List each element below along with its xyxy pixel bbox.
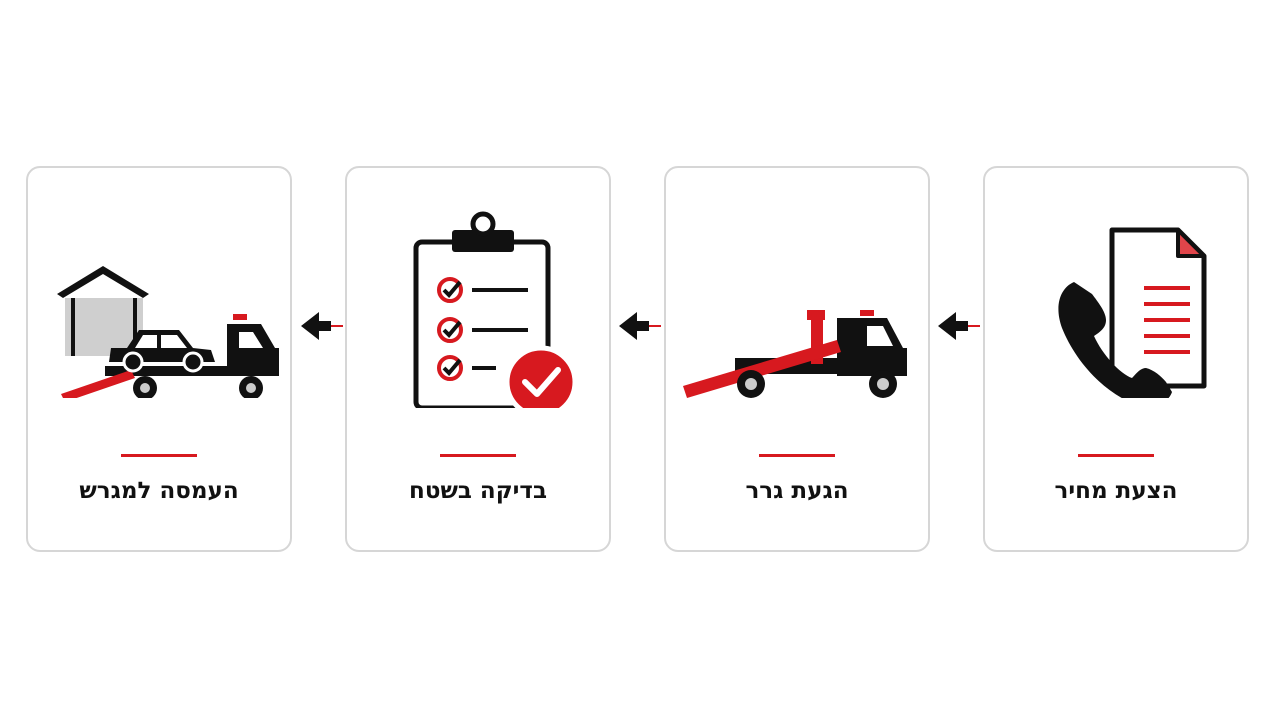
step-card-price-quote: הצעת מחיר xyxy=(983,166,1249,552)
step-label: העמסה למגרש xyxy=(79,478,239,504)
step-label: הצעת מחיר xyxy=(1054,478,1178,504)
accent-rule xyxy=(440,454,516,457)
step-card-field-inspection: בדיקה בשטח xyxy=(345,166,611,552)
accent-rule xyxy=(121,454,197,457)
tow-truck-icon xyxy=(683,310,907,398)
step-label: הגעת גרר xyxy=(745,478,849,504)
flow-arrow-left-icon xyxy=(301,312,343,340)
tow-truck-garage-icon xyxy=(57,266,279,398)
step-card-load-to-lot: העמסה למגרש xyxy=(26,166,292,552)
accent-rule xyxy=(1078,454,1154,457)
step-label: בדיקה בשטח xyxy=(409,478,547,504)
flow-arrow-left-icon xyxy=(619,312,661,340)
phone-document-icon xyxy=(1058,227,1207,398)
step-card-tow-arrival: הגעת גרר xyxy=(664,166,930,552)
clipboard-checklist-icon xyxy=(413,211,578,408)
accent-rule xyxy=(759,454,835,457)
flow-arrow-left-icon xyxy=(938,312,980,340)
